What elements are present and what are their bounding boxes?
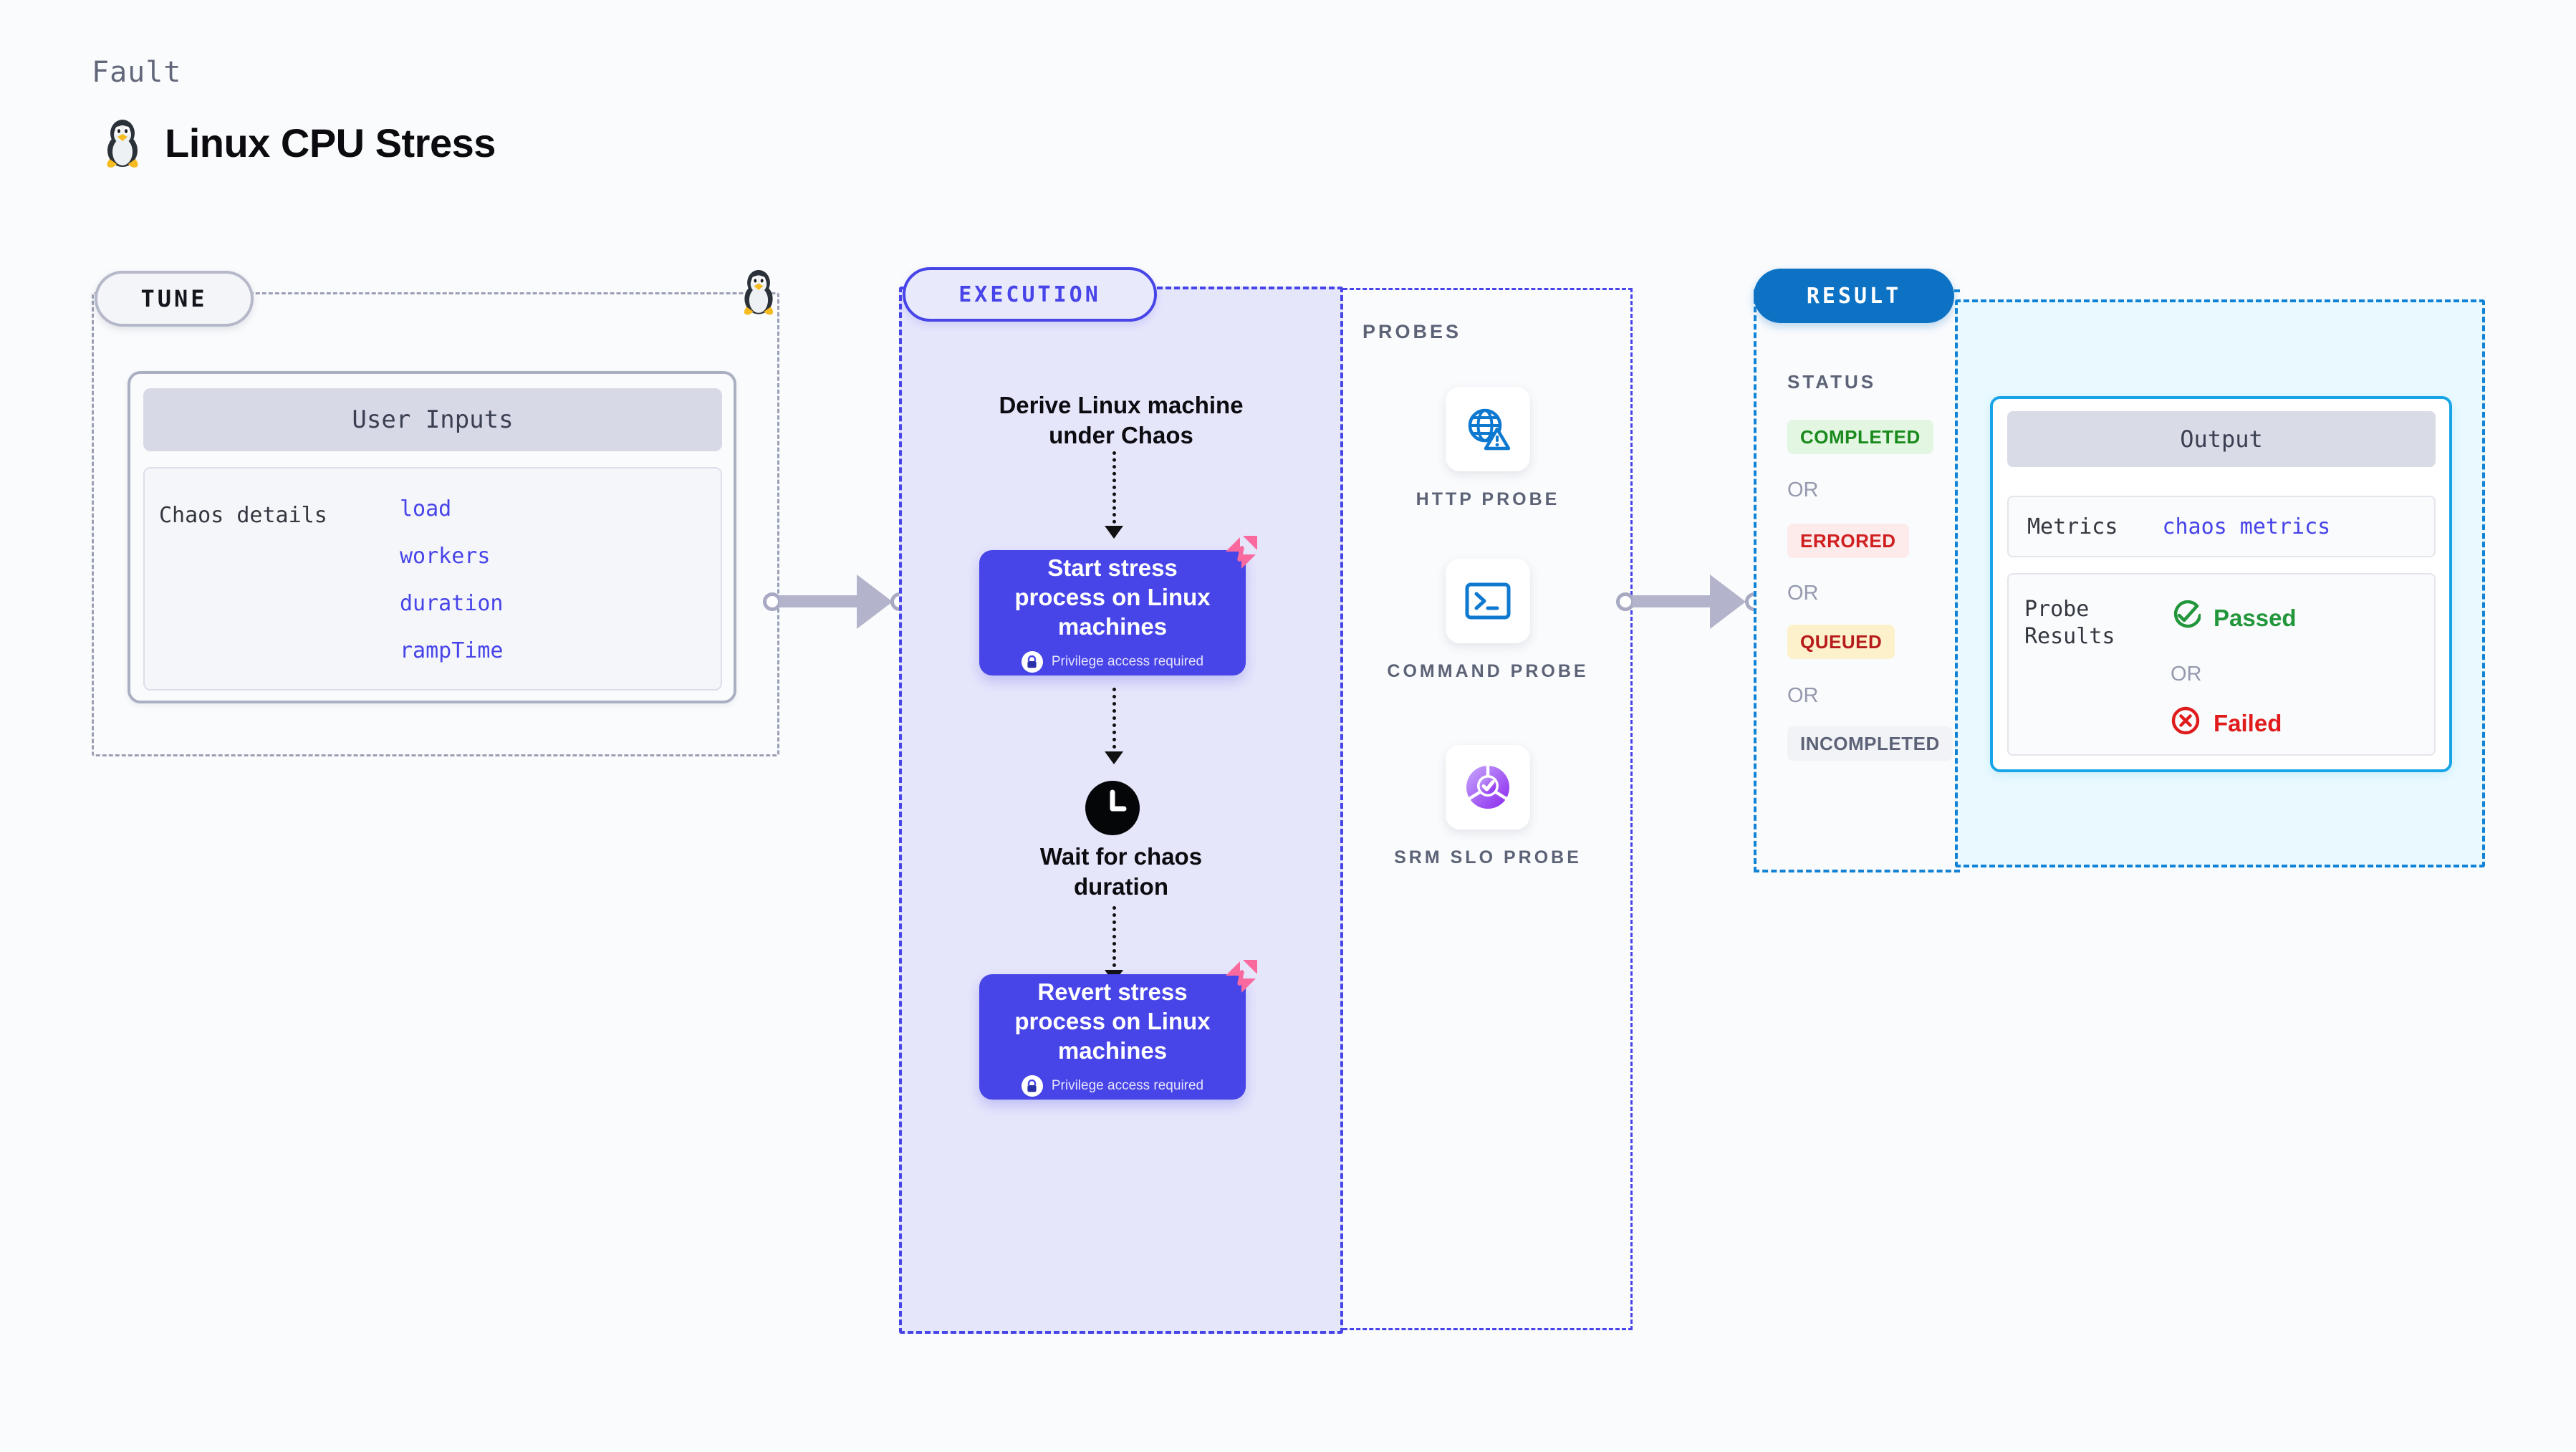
chaos-details-label: Chaos details xyxy=(159,503,327,528)
connector-arrow-head xyxy=(1710,574,1746,629)
chaos-param[interactable]: duration xyxy=(400,591,504,616)
verdict-passed: Passed xyxy=(2171,600,2297,636)
status-badge-completed: COMPLETED xyxy=(1787,420,1933,454)
probe-command-label: COMMAND PROBE xyxy=(1387,661,1589,681)
lock-icon xyxy=(1021,1075,1043,1097)
wait-step-title: Wait for chaos duration xyxy=(1039,843,1203,900)
tune-panel xyxy=(92,292,779,756)
harness-logo-icon xyxy=(1221,533,1260,575)
check-circle-icon xyxy=(2171,600,2202,636)
verdict-passed-label: Passed xyxy=(2214,605,2297,631)
probe-http[interactable]: HTTP PROBE xyxy=(1343,387,1633,511)
clock-icon xyxy=(1084,779,1141,840)
chaos-param[interactable]: load xyxy=(400,496,452,521)
probe-results-row xyxy=(2007,573,2436,756)
chaos-param[interactable]: rampTime xyxy=(400,638,504,663)
page-kicker: Fault xyxy=(92,56,182,89)
verdict-failed-label: Failed xyxy=(2214,710,2282,736)
status-or: OR xyxy=(1787,479,1819,501)
privilege-note: Privilege access required xyxy=(1021,1075,1204,1097)
metrics-label: Metrics xyxy=(2027,514,2118,539)
output-card-header: Output xyxy=(2007,411,2436,467)
start-stress-title: Start stress process on Linux machines xyxy=(1014,554,1211,640)
metrics-value[interactable]: chaos metrics xyxy=(2162,514,2331,539)
probes-label: PROBES xyxy=(1363,321,1462,342)
privilege-label: Privilege access required xyxy=(1051,1078,1204,1093)
chaos-param[interactable]: workers xyxy=(400,544,491,569)
status-badge-queued: QUEUED xyxy=(1787,625,1895,659)
verdict-failed: Failed xyxy=(2171,706,2282,741)
connector-arrow-head xyxy=(857,574,893,629)
status-badge-errored: ERRORED xyxy=(1787,524,1909,558)
revert-stress-card[interactable]: Revert stress process on Linux machines … xyxy=(979,960,1257,1100)
probe-srm-slo[interactable]: SRM SLO PROBE xyxy=(1343,745,1633,870)
result-panel xyxy=(1754,289,1960,872)
chaos-details-card xyxy=(143,467,722,691)
status-or: OR xyxy=(1787,684,1819,707)
globe-warning-icon xyxy=(1446,387,1530,471)
probe-http-label: HTTP PROBE xyxy=(1416,489,1560,509)
x-circle-icon xyxy=(2171,706,2201,741)
connector-line xyxy=(1633,595,1726,607)
probe-command[interactable]: COMMAND PROBE xyxy=(1343,559,1633,683)
privilege-label: Privilege access required xyxy=(1051,654,1204,669)
page-title-row: Linux CPU Stress xyxy=(100,115,496,171)
slo-donut-check-icon xyxy=(1446,745,1530,830)
privilege-note: Privilege access required xyxy=(1021,651,1204,673)
probe-results-label: Probe Results xyxy=(2024,597,2115,649)
tune-badge[interactable]: TUNE xyxy=(95,271,254,327)
tux-penguin-icon xyxy=(100,115,145,171)
revert-stress-title: Revert stress process on Linux machines xyxy=(1014,979,1211,1064)
connector-line xyxy=(779,595,873,607)
status-label: STATUS xyxy=(1787,371,1877,393)
verdict-or: OR xyxy=(2171,663,2202,686)
status-badge-incompleted: INCOMPLETED xyxy=(1787,726,1953,761)
harness-logo-icon xyxy=(1221,957,1260,999)
lock-icon xyxy=(1021,651,1043,673)
metrics-row: Metrics chaos metrics xyxy=(2007,496,2436,557)
page-title: Linux CPU Stress xyxy=(165,120,496,165)
result-badge[interactable]: RESULT xyxy=(1754,269,1954,323)
status-or: OR xyxy=(1787,582,1819,605)
derive-step-title: Derive Linux machine under Chaos xyxy=(999,392,1244,448)
probe-srm-slo-label: SRM SLO PROBE xyxy=(1394,847,1582,867)
terminal-icon xyxy=(1446,559,1530,643)
tux-penguin-icon xyxy=(738,265,779,319)
start-stress-card[interactable]: Start stress process on Linux machines P… xyxy=(979,536,1257,675)
user-inputs-header: User Inputs xyxy=(143,388,722,451)
execution-badge[interactable]: EXECUTION xyxy=(903,267,1157,322)
chaos-params-list: load workers duration rampTime xyxy=(400,486,504,675)
